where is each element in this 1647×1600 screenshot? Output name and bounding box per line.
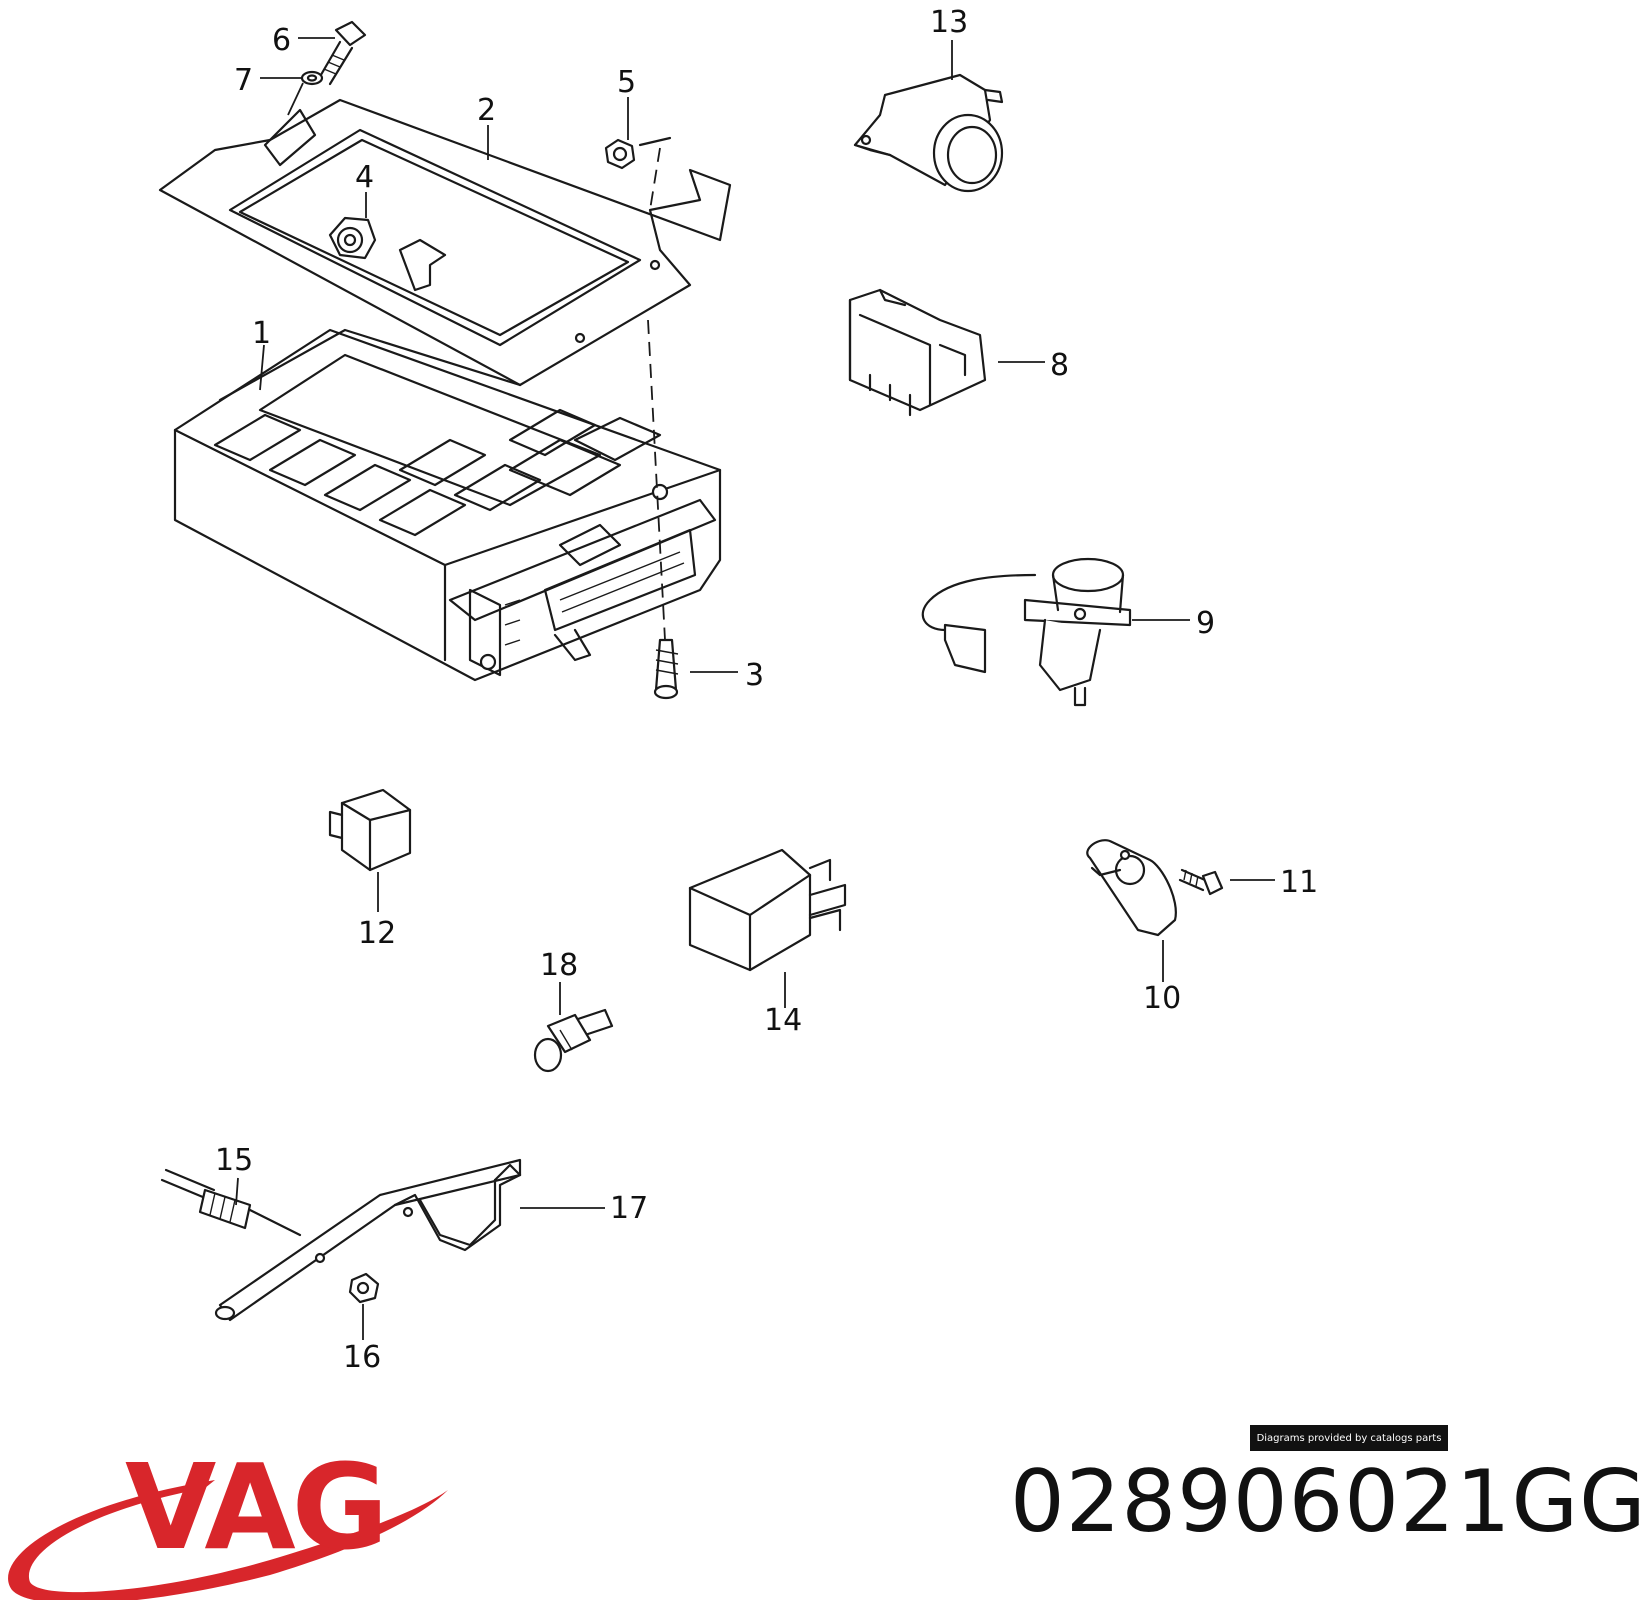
callout-4: 4 [355,160,374,195]
callout-10: 10 [1143,981,1181,1016]
part-16-nut [348,1272,380,1304]
part-13-component [853,73,1004,193]
vag-logo-text: VAG [125,1438,385,1576]
callout-8: 8 [1050,348,1069,383]
part-11-bolt [1178,868,1224,896]
callout-11: 11 [1280,865,1318,900]
part-18-sensor [533,1008,614,1073]
leader-lines [235,37,1275,1340]
part-9-actuator [921,557,1132,707]
diagram-credit: Diagrams provided by catalogs parts [1250,1425,1448,1451]
part-4-nut [328,216,377,260]
callout-9: 9 [1196,606,1215,641]
callout-17: 17 [610,1191,648,1226]
part-12-relay [328,788,412,872]
part-1-control-unit [173,328,722,682]
part-14-relay [688,848,847,972]
callout-15: 15 [215,1143,253,1178]
callout-6: 6 [272,23,291,58]
part-6-bolt [316,20,367,86]
callout-12: 12 [358,916,396,951]
part-10-sensor [1086,839,1177,937]
part-2-cover-plate [158,98,732,387]
part-17-bracket [214,1158,522,1322]
part-number: 028906021GG [1010,1452,1647,1552]
callout-3: 3 [745,658,764,693]
parts-diagram: 1 2 3 4 5 6 7 8 9 10 11 12 13 14 15 16 1… [8,5,1318,1600]
part-8-connector-block [848,288,987,417]
part-5-nut [604,136,672,211]
part-3-screw [647,319,679,700]
part-7-washer [300,70,324,86]
callout-18: 18 [540,948,578,983]
callout-numbers: 1 2 3 4 5 6 7 8 9 10 11 12 13 14 15 16 1… [215,5,1318,1375]
callout-13: 13 [930,5,968,40]
part-15-glow-plug [160,1168,302,1237]
callout-2: 2 [477,93,496,128]
vag-logo: VAG [8,1438,448,1600]
callout-7: 7 [234,63,253,98]
callout-1: 1 [252,316,271,351]
callout-16: 16 [343,1340,381,1375]
callout-14: 14 [764,1003,802,1038]
callout-5: 5 [617,65,636,100]
vag-logo-swoosh [8,1480,448,1600]
